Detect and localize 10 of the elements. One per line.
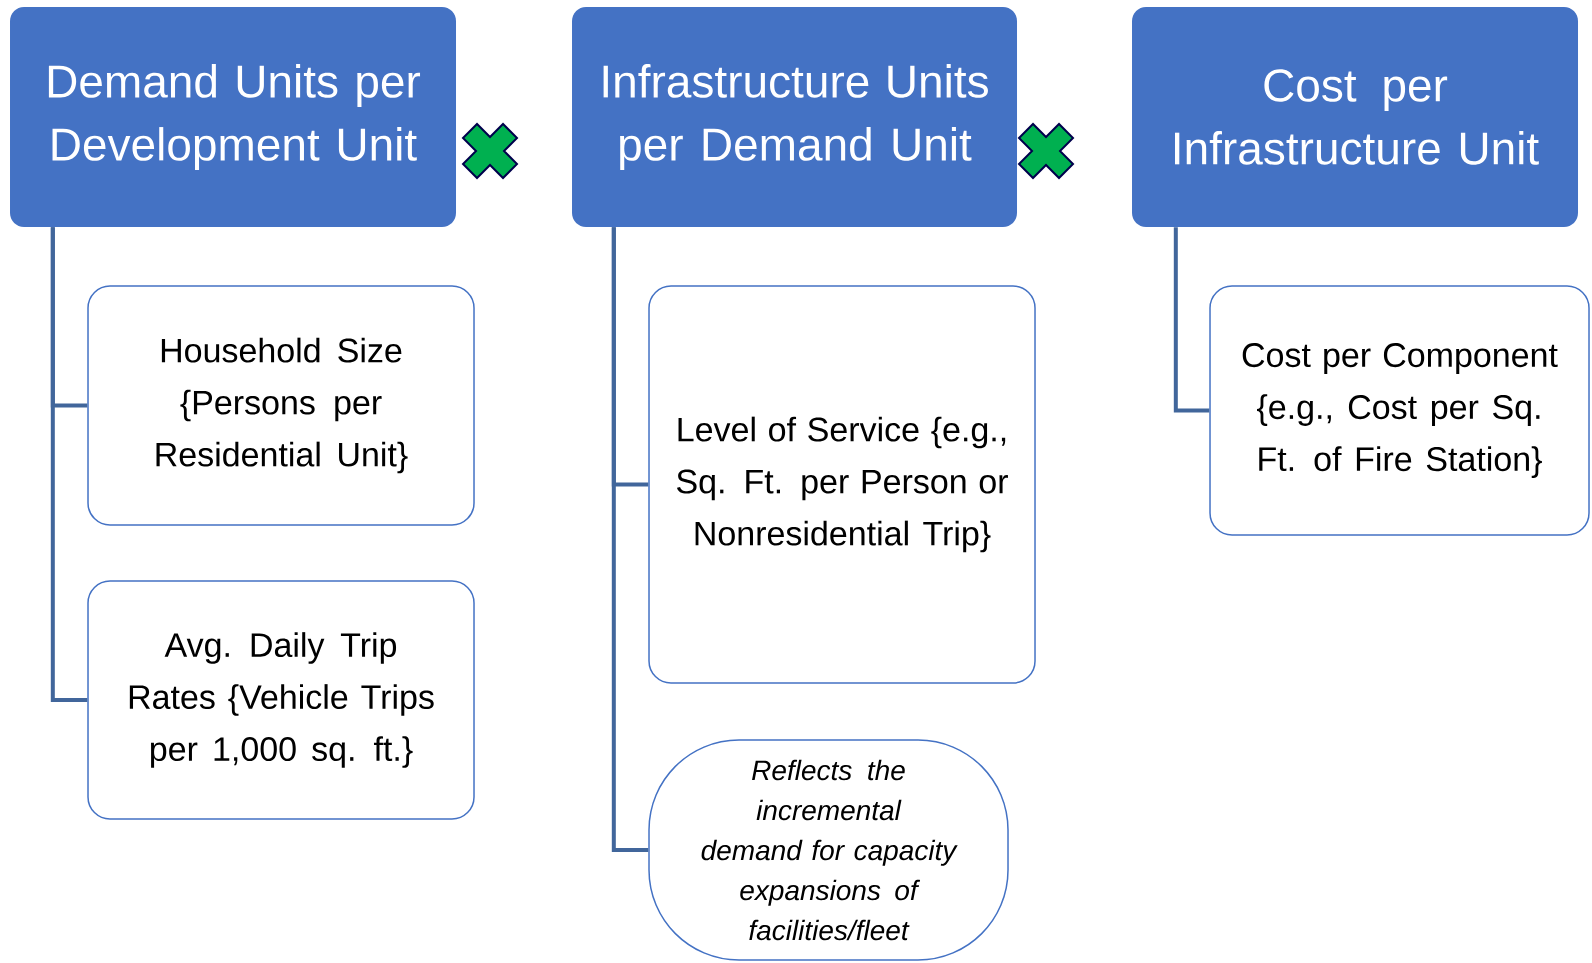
header-box: Demand Units per Development Unit xyxy=(10,7,456,227)
connector-line xyxy=(50,227,88,702)
header-box: Cost per Infrastructure Unit xyxy=(1132,7,1578,227)
detail-box: Level of Service {e.g., Sq. Ft. per Person or Nonresidential Trip} xyxy=(648,285,1036,684)
detail-box: Avg. Daily Trip Rates {Vehicle Trips per 1,000 sq. ft.} xyxy=(87,580,475,820)
header-box: Infrastructure Units per Demand Unit xyxy=(572,7,1017,227)
detail-box: Household Size {Persons per Residential Unit} xyxy=(87,285,475,526)
detail-box: Cost per Component {e.g., Cost per Sq. Ft. of Fire Station} xyxy=(1209,285,1590,536)
connector-line xyxy=(1173,227,1210,413)
connector-line xyxy=(611,227,649,852)
